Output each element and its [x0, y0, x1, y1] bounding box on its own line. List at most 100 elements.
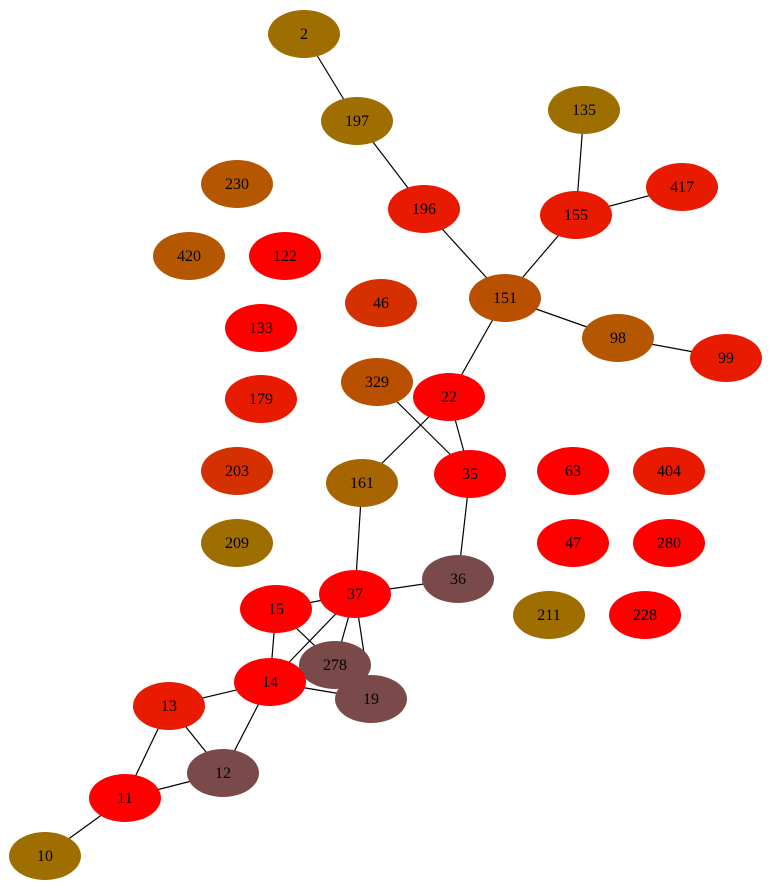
node-228[interactable]: 228	[609, 591, 681, 639]
node-ellipse	[240, 585, 312, 633]
edges-layer	[44, 33, 727, 857]
node-404[interactable]: 404	[633, 447, 705, 495]
node-label: 15	[268, 601, 284, 618]
node-label: 155	[564, 207, 588, 224]
node-13[interactable]: 13	[133, 682, 205, 730]
node-10[interactable]: 10	[9, 832, 81, 880]
node-420[interactable]: 420	[153, 232, 225, 280]
node-ellipse	[537, 519, 609, 567]
node-22[interactable]: 22	[413, 373, 485, 421]
node-ellipse	[690, 334, 762, 382]
node-63[interactable]: 63	[537, 447, 609, 495]
node-278[interactable]: 278	[299, 641, 371, 689]
node-ellipse	[299, 641, 371, 689]
node-203[interactable]: 203	[201, 447, 273, 495]
node-ellipse	[609, 591, 681, 639]
node-ellipse	[225, 375, 297, 423]
node-label: 14	[262, 674, 278, 691]
node-label: 161	[350, 475, 374, 492]
node-ellipse	[548, 86, 620, 134]
node-label: 151	[493, 290, 517, 307]
node-ellipse	[582, 314, 654, 362]
node-37[interactable]: 37	[319, 570, 391, 618]
node-label: 37	[347, 586, 363, 603]
node-ellipse	[249, 232, 321, 280]
node-209[interactable]: 209	[201, 519, 273, 567]
node-ellipse	[345, 279, 417, 327]
node-ellipse	[187, 749, 259, 797]
node-ellipse	[469, 274, 541, 322]
node-ellipse	[341, 358, 413, 406]
node-label: 329	[365, 374, 389, 391]
node-ellipse	[201, 519, 273, 567]
node-label: 211	[537, 607, 560, 624]
node-label: 278	[323, 657, 347, 674]
node-ellipse	[513, 591, 585, 639]
node-label: 122	[273, 248, 297, 265]
node-230[interactable]: 230	[201, 160, 273, 208]
node-280[interactable]: 280	[633, 519, 705, 567]
node-ellipse	[633, 519, 705, 567]
node-36[interactable]: 36	[422, 555, 494, 603]
node-label: 228	[633, 607, 657, 624]
node-46[interactable]: 46	[345, 279, 417, 327]
node-2[interactable]: 2	[268, 10, 340, 58]
node-label: 63	[565, 463, 581, 480]
node-122[interactable]: 122	[249, 232, 321, 280]
node-label: 209	[225, 535, 249, 552]
node-135[interactable]: 135	[548, 86, 620, 134]
node-label: 135	[572, 102, 596, 119]
node-label: 10	[37, 848, 53, 865]
node-label: 133	[249, 320, 273, 337]
node-329[interactable]: 329	[341, 358, 413, 406]
node-ellipse	[321, 97, 393, 145]
node-417[interactable]: 417	[646, 163, 718, 211]
node-label: 179	[249, 391, 273, 408]
node-ellipse	[434, 450, 506, 498]
node-19[interactable]: 19	[335, 675, 407, 723]
node-label: 196	[412, 201, 436, 218]
node-161[interactable]: 161	[326, 459, 398, 507]
node-label: 420	[177, 248, 201, 265]
node-151[interactable]: 151	[469, 274, 541, 322]
node-label: 19	[363, 691, 379, 708]
node-ellipse	[388, 185, 460, 233]
node-ellipse	[537, 447, 609, 495]
node-label: 12	[215, 765, 231, 782]
node-11[interactable]: 11	[89, 774, 161, 822]
node-ellipse	[319, 570, 391, 618]
node-133[interactable]: 133	[225, 304, 297, 352]
node-label: 197	[345, 113, 369, 130]
node-15[interactable]: 15	[240, 585, 312, 633]
node-ellipse	[234, 658, 306, 706]
node-ellipse	[646, 163, 718, 211]
node-label: 2	[300, 26, 308, 43]
node-35[interactable]: 35	[434, 450, 506, 498]
node-ellipse	[268, 10, 340, 58]
node-ellipse	[633, 447, 705, 495]
node-label: 98	[610, 330, 626, 347]
node-14[interactable]: 14	[234, 658, 306, 706]
node-12[interactable]: 12	[187, 749, 259, 797]
node-ellipse	[9, 832, 81, 880]
node-label: 99	[718, 350, 734, 367]
node-99[interactable]: 99	[690, 334, 762, 382]
node-ellipse	[225, 304, 297, 352]
node-155[interactable]: 155	[540, 191, 612, 239]
node-label: 46	[373, 295, 389, 312]
node-179[interactable]: 179	[225, 375, 297, 423]
node-label: 22	[441, 389, 457, 406]
node-47[interactable]: 47	[537, 519, 609, 567]
node-196[interactable]: 196	[388, 185, 460, 233]
node-label: 36	[450, 571, 466, 588]
node-98[interactable]: 98	[582, 314, 654, 362]
node-ellipse	[326, 459, 398, 507]
node-197[interactable]: 197	[321, 97, 393, 145]
node-ellipse	[201, 160, 273, 208]
node-label: 230	[225, 176, 249, 193]
node-ellipse	[413, 373, 485, 421]
node-label: 417	[670, 179, 694, 196]
node-ellipse	[335, 675, 407, 723]
node-211[interactable]: 211	[513, 591, 585, 639]
